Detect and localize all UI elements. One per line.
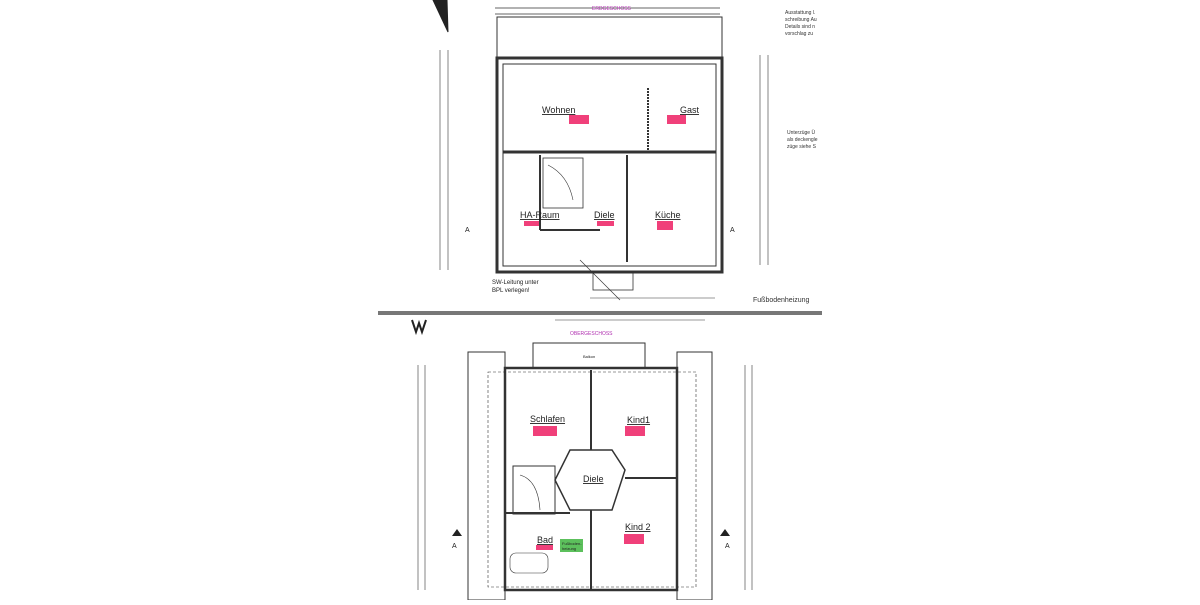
side-note: Unterzüge Ü [787,129,815,136]
area-tag-schlafen [533,426,557,436]
upper-floor-title: OBERGESCHOSS [570,331,613,337]
room-label-schlafen: Schlafen [530,414,565,424]
area-tag-wohnen [569,115,589,124]
sewer-note-line2: BPL verlegen! [492,288,530,294]
ground-floor-plan [432,0,769,301]
room-label-kueche: Küche [655,210,681,220]
area-tag-diele [597,221,614,226]
side-note: Details sind n [785,24,815,30]
room-label-wohnen: Wohnen [542,105,575,115]
floor-heating-tag [560,539,583,552]
section-marker-left-og: A [452,543,457,550]
area-tag-kind2 [624,534,644,544]
ground-floor-sheet [380,0,840,313]
side-note: schreibung Au [785,17,817,23]
side-note: züge siehe S [787,144,817,150]
area-tag-kueche [657,221,673,230]
side-note: vorschlag zu [785,31,813,37]
area-tag-bad [536,545,553,550]
area-tag-ha-raum [524,221,539,226]
sheet-separator [378,311,822,315]
room-label-kind2: Kind 2 [625,522,651,532]
upper-floor-plan [411,319,753,601]
room-label-gast: Gast [680,105,700,115]
balcony-label: Balkon [583,354,595,359]
section-marker-right: A [730,227,735,234]
room-label-diele-og: Diele [583,474,604,484]
floor-heating-tag-line1: Fußboden- [562,541,582,546]
area-tag-gast [667,115,686,124]
ground-floor-title: ERDGESCHOSS [592,6,632,12]
sewer-note-line1: SW-Leitung unter [492,280,539,286]
room-label-kind1: Kind1 [627,415,650,425]
section-marker-right-og: A [725,543,730,550]
side-note: Ausstattung l. [785,10,815,16]
north-arrow-icon [432,0,449,33]
floor-heating-note: Fußbodenheizung [753,297,810,304]
area-tag-kind1 [625,426,645,436]
section-arrow-icon [720,529,730,536]
room-label-ha-raum: HA-Raum [520,210,560,220]
room-label-diele: Diele [594,210,615,220]
section-marker-left: A [465,227,470,234]
room-label-bad: Bad [537,535,553,545]
section-arrow-icon [452,529,462,536]
floor-heating-tag-line2: heizung [562,546,576,551]
north-arrow-icon [411,319,427,336]
side-note: als deckengle [787,137,818,143]
